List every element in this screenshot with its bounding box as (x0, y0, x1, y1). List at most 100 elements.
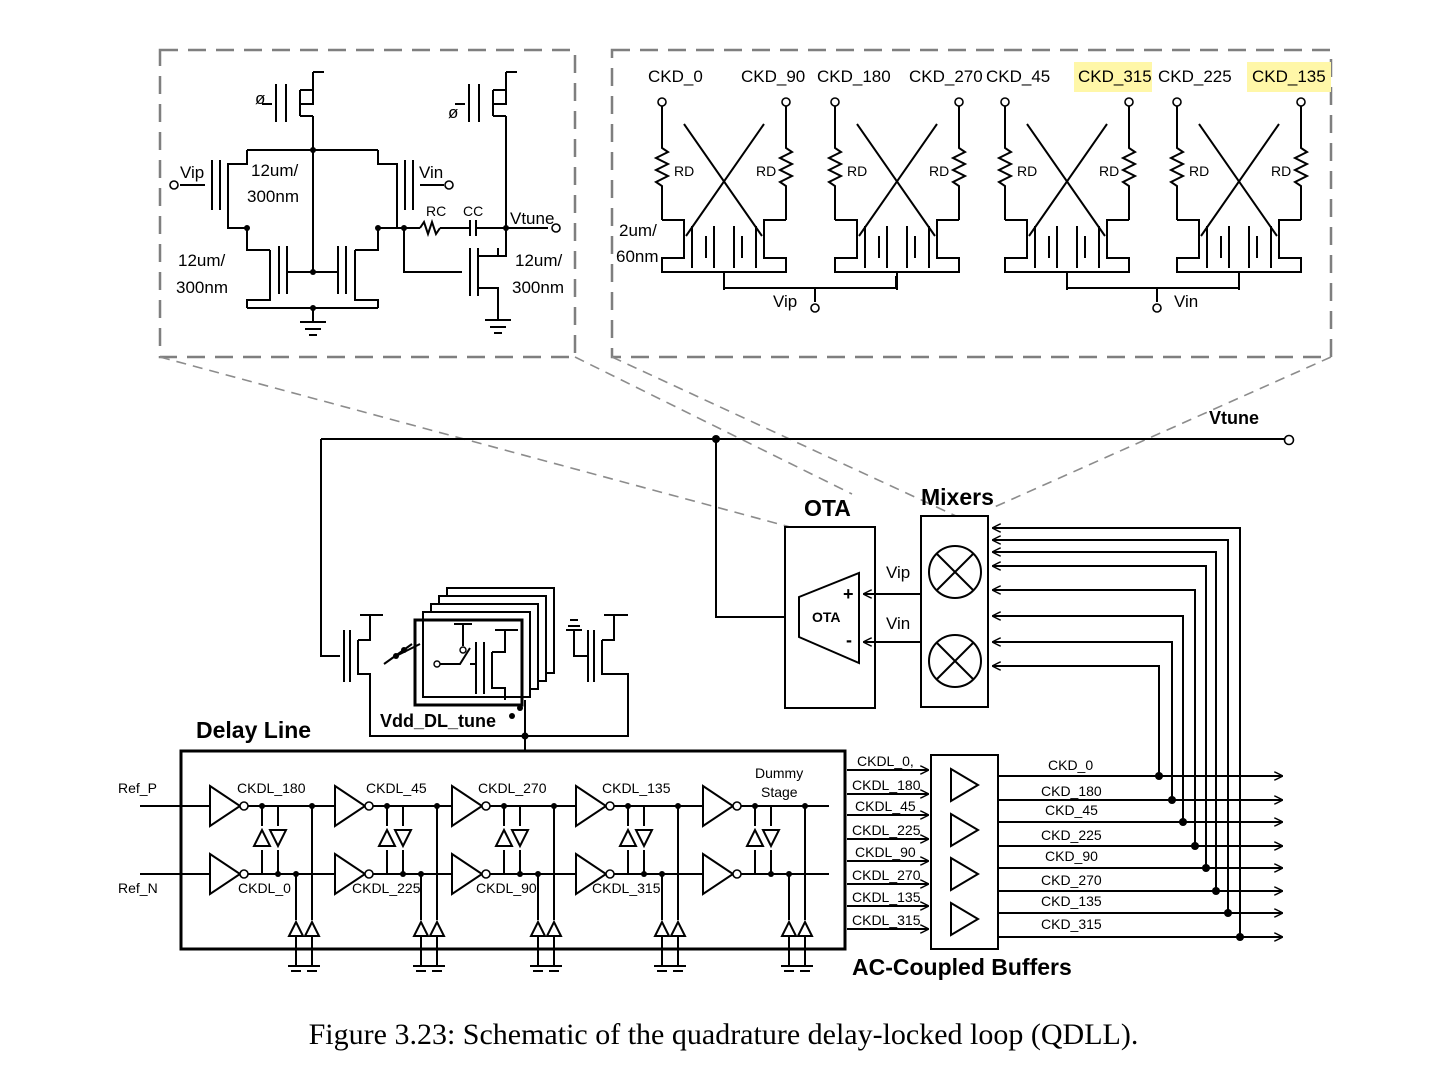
buffer-output-label: CKD_180 (1041, 783, 1102, 799)
latch-wire (627, 806, 645, 874)
zoom-lines (159, 356, 1332, 528)
rd-label: RD (1017, 163, 1037, 179)
tap-label: CKDL_45 (366, 780, 427, 796)
buffer-input-label: CKDL_0, (857, 753, 914, 769)
load-wire (537, 806, 555, 920)
clock-terminal (1296, 97, 1306, 107)
output-size-l: 300nm (512, 278, 564, 297)
load-buffer-icon (780, 919, 798, 937)
vdd-tune-label: Vdd_DL_tune (380, 711, 496, 731)
mixer-device (1200, 123, 1302, 273)
dummy-label-2: Stage (761, 784, 798, 800)
buffer-output-label: CKD_45 (1045, 802, 1098, 818)
output-size-w: 12um/ (515, 251, 563, 270)
inverter-bubble (605, 801, 615, 811)
mixer-clock-feed (993, 540, 1229, 913)
mixer-clock-feed (993, 642, 1173, 800)
junction-dot (1191, 842, 1199, 850)
mixer-clock-feed (993, 552, 1217, 891)
mixer-device (1004, 123, 1106, 273)
mixer-clock-feed (993, 590, 1196, 846)
buffer-input-label: CKDL_90 (855, 844, 916, 860)
mixer-clock-label: CKD_315 (1078, 67, 1152, 86)
delay-line: Delay Line Ref_P Ref_N CKDL_180 CKDL_45 … (118, 717, 847, 972)
inverter-bubble (605, 869, 615, 879)
ground-icon (797, 936, 813, 972)
ota-vin-input-label: Vin (886, 614, 910, 633)
load-buffer-icon (545, 919, 563, 937)
buffer-icon (950, 856, 980, 892)
latch-wire (386, 806, 404, 874)
tap-label: CKDL_90 (476, 880, 537, 896)
junction-dot (1202, 864, 1210, 872)
vtune-bus (320, 438, 1284, 657)
rd-resistor (653, 106, 671, 220)
inverter-icon (209, 784, 242, 828)
rd-label: RD (1099, 163, 1119, 179)
ota-vip-label: Vip (180, 163, 204, 182)
buffer-output-label: CKD_90 (1045, 848, 1098, 864)
buffer-input-label: CKDL_225 (852, 822, 921, 838)
mixer-vip-label: Vip (773, 292, 797, 311)
mixer-clock-label: CKD_0 (648, 67, 703, 86)
clock-terminal (954, 97, 964, 107)
stage-wire (490, 805, 576, 875)
load-buffer-icon (428, 919, 446, 937)
ota-vin-label: Vin (419, 163, 443, 182)
load-buffer-icon (303, 919, 321, 937)
clock-terminal (781, 97, 791, 107)
vdd-tune-circuit: Vdd_DL_tune (343, 587, 629, 750)
buffer-input-label: CKDL_45 (855, 798, 916, 814)
buffer-icon (950, 767, 980, 803)
rd-label: RD (847, 163, 867, 179)
mixer-clock-feed (993, 566, 1207, 868)
load-size-l: 300nm (176, 278, 228, 297)
mixer-clock-label: CKD_90 (741, 67, 805, 86)
rd-label: RD (756, 163, 776, 179)
load-buffer-icon (529, 919, 547, 937)
latch-inverter-icon (494, 827, 514, 847)
tap-label: CKDL_270 (478, 780, 547, 796)
rd-resistor (1292, 106, 1310, 220)
vtune-detail-label: Vtune (510, 209, 554, 228)
inverter-icon (575, 784, 608, 828)
load-buffer-icon (412, 919, 430, 937)
rd-label: RD (1189, 163, 1209, 179)
ground-icon (304, 936, 320, 972)
bias-symbol: ø (255, 89, 265, 108)
junction-dot (1224, 909, 1232, 917)
load-size-w: 12um/ (178, 251, 226, 270)
latch-inverter-icon (268, 829, 288, 849)
ground-icon (670, 936, 686, 972)
cc-label: CC (463, 203, 483, 219)
ground-icon (288, 936, 304, 972)
junction-dot (1236, 933, 1244, 941)
latch-inverter-icon (634, 829, 654, 849)
buffer-output-label: CKD_270 (1041, 872, 1102, 888)
vin-terminal (1152, 303, 1162, 313)
stage-wire (373, 805, 452, 875)
mixer-clock-label: CKD_225 (1158, 67, 1232, 86)
input-size-l: 300nm (247, 187, 299, 206)
buffer-icon (950, 812, 980, 848)
ota-title: OTA (804, 495, 851, 521)
vip-terminal (810, 303, 820, 313)
latch-inverter-icon (377, 827, 397, 847)
rd-resistor (1168, 106, 1186, 220)
junction-dot (1155, 772, 1163, 780)
mixers-title: Mixers (921, 484, 994, 510)
mixer-clock-label: CKD_180 (817, 67, 891, 86)
junction-dot (1168, 796, 1176, 804)
inverter-icon (575, 852, 608, 896)
mixer-device (1028, 123, 1130, 273)
device-size-l: 60nm (616, 247, 659, 266)
inverter-icon (334, 852, 367, 896)
mixer-clock-label: CKD_45 (986, 67, 1050, 86)
ref-n-label: Ref_N (118, 880, 158, 896)
inverter-bubble (481, 869, 491, 879)
buffer-icon (950, 901, 980, 937)
buffer-output-label: CKD_315 (1041, 916, 1102, 932)
latch-inverter-icon (618, 827, 638, 847)
ota-detail-panel: ø ø Vip Vin 12um/ 300nm 12um/ 300nm 12um… (158, 48, 577, 359)
